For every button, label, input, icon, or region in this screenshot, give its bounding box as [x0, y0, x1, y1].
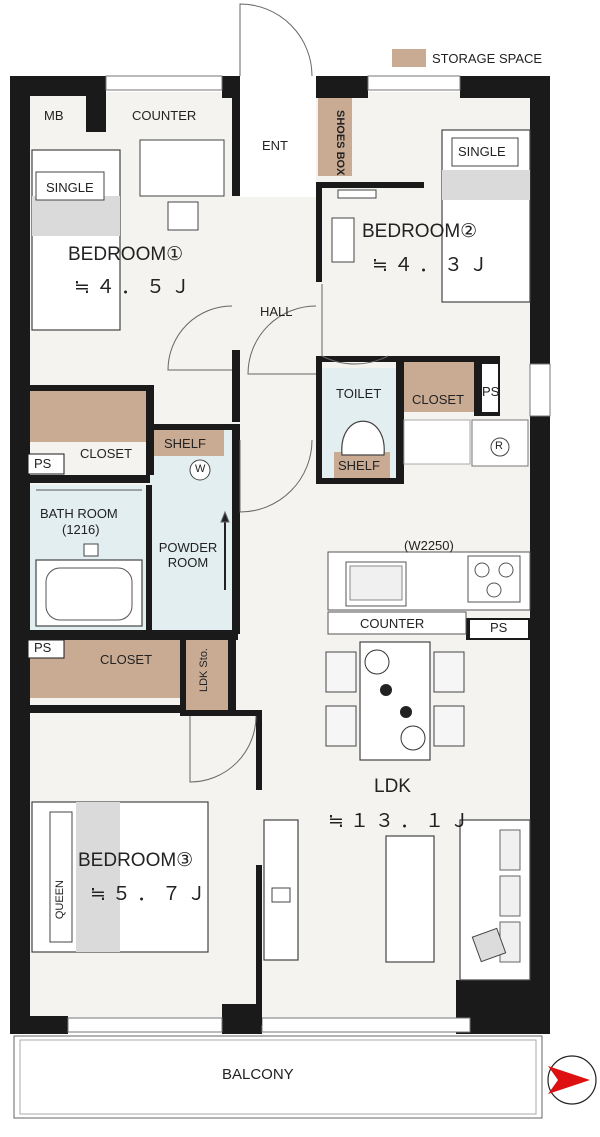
legend-label: STORAGE SPACE	[432, 51, 543, 66]
ldk-name: LDK	[374, 776, 411, 797]
bath-label: BATH ROOM	[40, 506, 118, 521]
closet-bedroom1-label: CLOSET	[80, 446, 133, 461]
ps-boxes	[27, 364, 528, 659]
ldk-area: ≒１３．１Ｊ	[328, 811, 475, 832]
bedroom3-area: ≒５．７Ｊ	[90, 884, 212, 905]
balcony	[13, 1035, 543, 1119]
ldk-storage-label: LDK Sto.	[198, 648, 210, 693]
bedroom3-name: BEDROOM③	[78, 850, 194, 871]
toilet-fixture	[341, 420, 385, 456]
bath-size-label: (1216)	[62, 522, 100, 537]
washer-label: W	[195, 463, 206, 475]
shoes-box	[318, 98, 352, 176]
ps-kitchen-label: PS	[490, 620, 508, 635]
living-furniture	[263, 819, 531, 981]
bedroom2-name: BEDROOM②	[362, 221, 478, 242]
bedroom2-furniture	[331, 129, 531, 303]
bathtub	[35, 489, 143, 627]
shelf-washroom	[152, 430, 224, 456]
balcony-label: BALCONY	[222, 1066, 294, 1083]
ent-label: ENT	[262, 138, 288, 153]
mb-label: MB	[44, 108, 64, 123]
ldk-storage	[186, 640, 228, 710]
closet-bedroom1	[28, 390, 146, 442]
toilet-label: TOILET	[336, 386, 382, 401]
ps-left2-label: PS	[34, 640, 52, 655]
hall-label: HALL	[260, 304, 293, 319]
legend-swatch	[392, 49, 426, 67]
powder-room-floor	[150, 430, 236, 630]
exterior-walls	[10, 76, 550, 1034]
dining-set	[325, 641, 465, 761]
compass-icon	[547, 1055, 597, 1105]
ps-left1-label: PS	[34, 456, 52, 471]
shelf-wash-label: SHELF	[164, 436, 206, 451]
shelf-toilet	[334, 452, 390, 478]
single2-label: SINGLE	[458, 144, 506, 159]
windows	[67, 75, 551, 1033]
door-swings	[167, 3, 389, 783]
kitchen-width-label: (W2250)	[404, 538, 454, 553]
queen-label: QUEEN	[54, 880, 66, 920]
bedroom1-area: ≒４．５Ｊ	[74, 277, 196, 298]
washer-icon	[189, 459, 211, 481]
closet-toilet-label: CLOSET	[412, 392, 465, 407]
powder-room-label: POWDER ROOM	[158, 540, 218, 570]
fridge-label: R	[495, 440, 503, 452]
ps-right-label: PS	[482, 384, 500, 399]
stove-icon	[467, 555, 521, 603]
closet-toilet-side	[404, 362, 474, 412]
entrance-floor	[240, 92, 316, 197]
bedroom1-name: BEDROOM①	[68, 244, 184, 265]
shelf-toilet-label: SHELF	[338, 458, 380, 473]
bedroom1-furniture	[31, 139, 225, 331]
counter-top-label: COUNTER	[132, 108, 197, 123]
closet-bedroom3-label: CLOSET	[100, 652, 153, 667]
counter-kitchen-label: COUNTER	[360, 616, 425, 631]
bedroom2-area: ≒４．３Ｊ	[372, 255, 494, 276]
fridge	[403, 419, 529, 467]
kitchen-counter	[327, 551, 531, 635]
shoes-box-label: SHOES BOX	[334, 110, 346, 176]
bedroom3-furniture	[31, 801, 209, 953]
single1-label: SINGLE	[46, 180, 94, 195]
